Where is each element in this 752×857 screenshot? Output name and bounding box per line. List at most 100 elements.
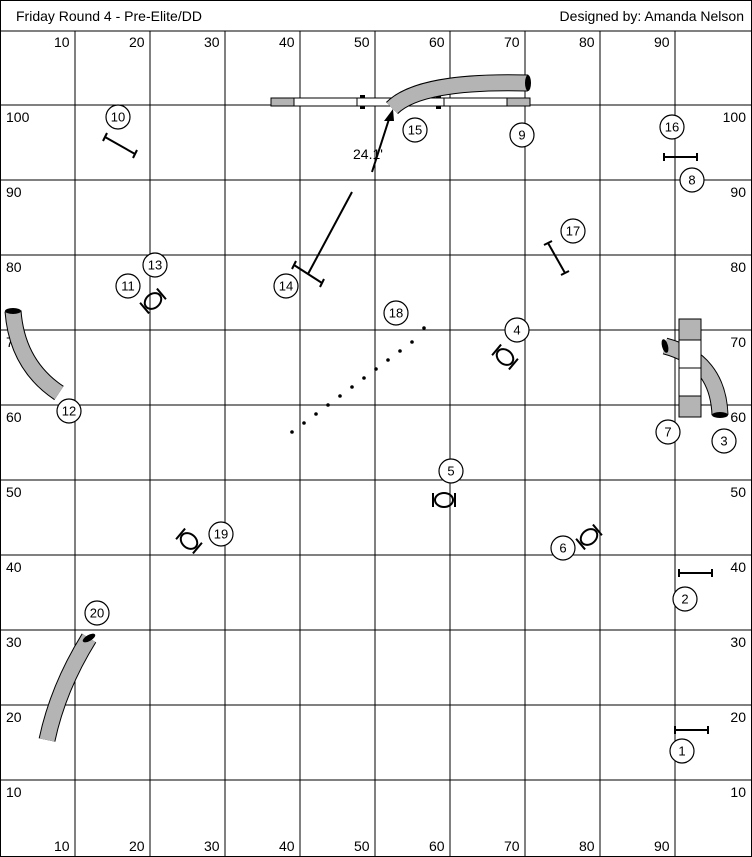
svg-text:12: 12	[62, 404, 76, 419]
course-title: Friday Round 4 - Pre-Elite/DD	[16, 8, 202, 24]
axis-tick-bottom: 90	[654, 838, 670, 854]
axis-tick-left: 90	[6, 184, 22, 200]
axis-tick-top: 70	[504, 34, 520, 50]
weave-pole	[350, 385, 354, 389]
jump-1	[674, 726, 709, 734]
axis-tick-top: 10	[54, 34, 70, 50]
tires	[139, 287, 603, 555]
axis-top: 10 20 30 40 50 60 70 80 90	[54, 34, 670, 50]
svg-text:19: 19	[214, 527, 228, 542]
svg-text:16: 16	[665, 120, 679, 135]
svg-text:4: 4	[513, 323, 520, 338]
axis-tick-top: 40	[279, 34, 295, 50]
axis-tick-right: 80	[730, 259, 746, 275]
svg-text:11: 11	[121, 279, 135, 294]
tunnel-opening	[5, 308, 21, 314]
axis-tick-left: 80	[6, 259, 22, 275]
tunnel-12	[4, 308, 64, 401]
axis-tick-top: 20	[129, 34, 145, 50]
number-marker-5: 5	[438, 458, 464, 484]
a-frame-contact-top	[678, 318, 702, 341]
axis-bottom: 10 20 30 40 50 60 70 80 90	[54, 838, 670, 854]
axis-tick-bottom: 70	[504, 838, 520, 854]
weave-pole	[338, 394, 342, 398]
weave-pole	[314, 412, 318, 416]
obstacle-numbers: 1 2 3 4 5 6 7 8 9 10 11 12 13 14 15 16 1…	[56, 104, 737, 764]
axis-tick-left: 20	[6, 709, 22, 725]
weave-poles	[290, 326, 426, 434]
axis-tick-left: 10	[6, 784, 22, 800]
svg-text:17: 17	[566, 224, 580, 239]
tire-4	[491, 343, 519, 371]
axis-tick-right: 20	[730, 709, 746, 725]
axis-tick-bottom: 20	[129, 838, 145, 854]
number-marker-20: 20	[84, 600, 110, 626]
svg-text:18: 18	[389, 306, 403, 321]
number-marker-13: 13	[142, 252, 168, 278]
measure-label: 24.1'	[353, 146, 383, 162]
tunnel-body	[39, 634, 96, 742]
tunnel-opening	[712, 412, 728, 418]
axis-tick-left: 100	[6, 109, 30, 125]
weave-pole	[374, 367, 378, 371]
tunnel-20	[38, 633, 97, 742]
axis-tick-right: 90	[730, 184, 746, 200]
a-frame-contact-bottom	[678, 395, 702, 418]
jumps	[102, 132, 713, 734]
number-marker-18: 18	[383, 300, 409, 326]
svg-text:14: 14	[279, 279, 293, 294]
weave-pole	[302, 421, 306, 425]
axis-tick-bottom: 60	[429, 838, 445, 854]
axis-tick-left: 60	[6, 409, 22, 425]
number-marker-3: 3	[711, 428, 737, 454]
axis-tick-bottom: 50	[354, 838, 370, 854]
tunnel-right	[661, 337, 729, 418]
axis-tick-left: 40	[6, 559, 22, 575]
tunnel-top	[385, 74, 531, 115]
weave-pole	[422, 326, 426, 330]
number-marker-12: 12	[56, 398, 82, 424]
svg-text:3: 3	[720, 434, 727, 449]
distance-measure: 24.1'	[307, 109, 394, 275]
axis-tick-left: 50	[6, 484, 22, 500]
weave-pole	[410, 340, 414, 344]
dog-walk-leg	[436, 106, 441, 109]
svg-text:2: 2	[681, 592, 688, 607]
axis-tick-left: 30	[6, 634, 22, 650]
axis-tick-bottom: 80	[579, 838, 595, 854]
number-marker-14: 14	[273, 273, 299, 299]
svg-text:6: 6	[559, 541, 566, 556]
weave-pole	[386, 358, 390, 362]
axis-tick-right: 30	[730, 634, 746, 650]
axis-tick-right: 70	[730, 334, 746, 350]
axis-tick-bottom: 40	[279, 838, 295, 854]
number-marker-7: 7	[655, 419, 681, 445]
axis-tick-top: 50	[354, 34, 370, 50]
number-marker-17: 17	[560, 218, 586, 244]
dog-walk-contact-left	[270, 97, 295, 107]
number-marker-9: 9	[509, 122, 535, 148]
weave-pole	[398, 349, 402, 353]
weave-pole	[326, 403, 330, 407]
a-frame	[678, 318, 702, 418]
tire-5	[432, 492, 456, 508]
number-marker-6: 6	[550, 535, 576, 561]
jump-10	[102, 132, 138, 159]
weave-pole	[362, 376, 366, 380]
axis-tick-right: 50	[730, 484, 746, 500]
axis-tick-right: 100	[723, 109, 747, 125]
jump-17	[543, 240, 570, 276]
axis-tick-bottom: 30	[204, 838, 220, 854]
tunnel-opening	[525, 75, 531, 91]
svg-text:1: 1	[678, 744, 685, 759]
axis-tick-top: 90	[654, 34, 670, 50]
axis-right: 100 90 80 70 60 50 40 30 20 10	[723, 109, 747, 800]
number-marker-2: 2	[672, 586, 698, 612]
tunnel-body	[5, 310, 64, 400]
axis-tick-top: 80	[579, 34, 595, 50]
number-marker-4: 4	[504, 317, 530, 343]
svg-text:15: 15	[408, 123, 422, 138]
axis-left: 100 90 80 70 60 50 40 30 20 10	[6, 109, 30, 800]
designer-credit: Designed by: Amanda Nelson	[559, 8, 744, 24]
